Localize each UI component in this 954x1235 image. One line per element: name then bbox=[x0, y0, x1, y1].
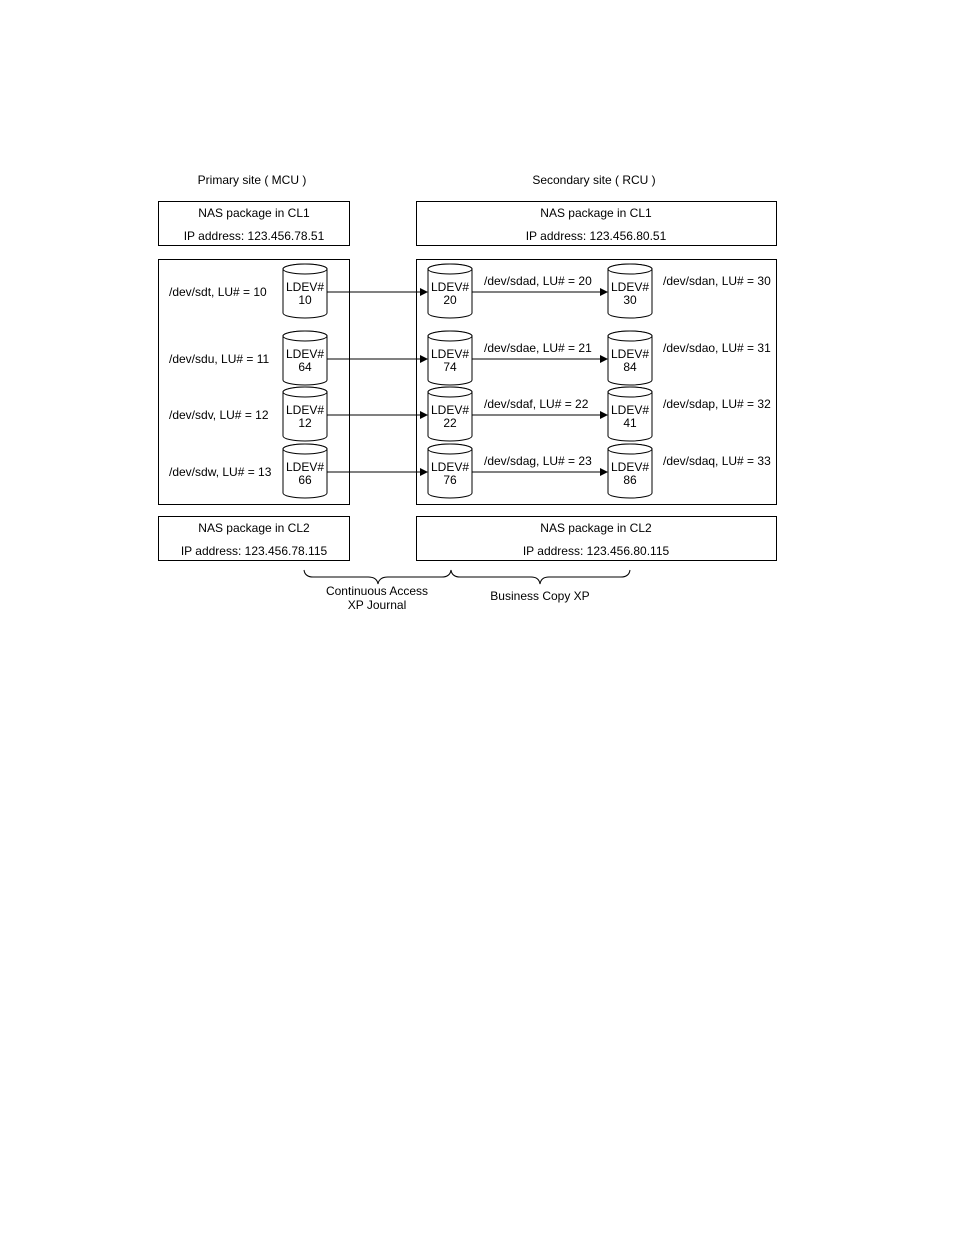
secondary-cl1-name: NAS package in CL1 bbox=[540, 206, 652, 220]
business-copy-ldev-cylinder-label: LDEV# bbox=[611, 347, 649, 361]
continuous-access-label: Continuous Access bbox=[326, 584, 428, 598]
business-copy-ldev-cylinder-label: LDEV# bbox=[611, 460, 649, 474]
business-copy-label: Business Copy XP bbox=[490, 589, 589, 603]
secondary-cl2-ip: IP address: 123.456.80.115 bbox=[523, 544, 670, 558]
business-copy-device-label: /dev/sdap, LU# = 32 bbox=[663, 397, 771, 411]
business-copy-device-label: /dev/sdaq, LU# = 33 bbox=[663, 454, 771, 468]
business-copy-ldev-cylinder: LDEV#41 bbox=[607, 386, 653, 442]
secondary-ldev-cylinder-number: 74 bbox=[443, 360, 457, 374]
primary-ldev-cylinder-label: LDEV# bbox=[286, 403, 324, 417]
secondary-cl1-box: NAS package in CL1 IP address: 123.456.8… bbox=[416, 201, 777, 246]
primary-ldev-cylinder-number: 12 bbox=[298, 416, 312, 430]
secondary-device-label: /dev/sdad, LU# = 20 bbox=[484, 274, 592, 288]
secondary-ldev-cylinder: LDEV#74 bbox=[427, 330, 473, 386]
primary-ldev-cylinder-number: 10 bbox=[298, 293, 312, 307]
primary-device-label: /dev/sdw, LU# = 13 bbox=[169, 465, 272, 479]
primary-ldev-cylinder: LDEV#64 bbox=[282, 330, 328, 386]
business-copy-ldev-cylinder-number: 30 bbox=[623, 293, 637, 307]
secondary-cl2-name: NAS package in CL2 bbox=[540, 521, 652, 535]
primary-ldev-cylinder-label: LDEV# bbox=[286, 460, 324, 474]
secondary-ldev-cylinder-label: LDEV# bbox=[431, 460, 469, 474]
secondary-device-label: /dev/sdag, LU# = 23 bbox=[484, 454, 592, 468]
business-copy-ldev-cylinder: LDEV#86 bbox=[607, 443, 653, 499]
business-copy-device-label: /dev/sdan, LU# = 30 bbox=[663, 274, 771, 288]
primary-cl1-ip: IP address: 123.456.78.51 bbox=[184, 229, 325, 243]
primary-ldev-cylinder: LDEV#10 bbox=[282, 263, 328, 319]
secondary-cl1-ip: IP address: 123.456.80.51 bbox=[526, 229, 667, 243]
primary-site-title: Primary site ( MCU ) bbox=[198, 173, 307, 187]
secondary-ldev-cylinder-label: LDEV# bbox=[431, 403, 469, 417]
secondary-ldev-cylinder-label: LDEV# bbox=[431, 280, 469, 294]
business-copy-device-label: /dev/sdao, LU# = 31 bbox=[663, 341, 771, 355]
secondary-site-title: Secondary site ( RCU ) bbox=[532, 173, 655, 187]
secondary-ldev-cylinder: LDEV#20 bbox=[427, 263, 473, 319]
secondary-device-label: /dev/sdaf, LU# = 22 bbox=[484, 397, 589, 411]
secondary-ldev-cylinder: LDEV#22 bbox=[427, 386, 473, 442]
secondary-ldev-cylinder-number: 76 bbox=[443, 473, 457, 487]
primary-ldev-cylinder-number: 66 bbox=[298, 473, 312, 487]
primary-device-label: /dev/sdv, LU# = 12 bbox=[169, 408, 269, 422]
business-copy-ldev-cylinder-number: 41 bbox=[623, 416, 637, 430]
business-copy-ldev-cylinder-label: LDEV# bbox=[611, 403, 649, 417]
business-copy-ldev-cylinder-label: LDEV# bbox=[611, 280, 649, 294]
primary-cl2-name: NAS package in CL2 bbox=[198, 521, 310, 535]
business-copy-ldev-cylinder: LDEV#84 bbox=[607, 330, 653, 386]
secondary-ldev-cylinder-number: 20 bbox=[443, 293, 457, 307]
secondary-device-container bbox=[416, 259, 777, 505]
primary-cl2-box: NAS package in CL2 IP address: 123.456.7… bbox=[158, 516, 350, 561]
secondary-ldev-cylinder-label: LDEV# bbox=[431, 347, 469, 361]
primary-ldev-cylinder-label: LDEV# bbox=[286, 280, 324, 294]
primary-device-label: /dev/sdt, LU# = 10 bbox=[169, 285, 267, 299]
business-copy-brace bbox=[450, 569, 631, 585]
primary-ldev-cylinder-label: LDEV# bbox=[286, 347, 324, 361]
business-copy-ldev-cylinder: LDEV#30 bbox=[607, 263, 653, 319]
primary-device-label: /dev/sdu, LU# = 11 bbox=[169, 352, 270, 366]
primary-ldev-cylinder: LDEV#66 bbox=[282, 443, 328, 499]
primary-ldev-cylinder-number: 64 bbox=[298, 360, 312, 374]
secondary-ldev-cylinder: LDEV#76 bbox=[427, 443, 473, 499]
business-copy-ldev-cylinder-number: 84 bbox=[623, 360, 637, 374]
primary-cl1-name: NAS package in CL1 bbox=[198, 206, 310, 220]
secondary-device-label: /dev/sdae, LU# = 21 bbox=[484, 341, 592, 355]
continuous-access-brace bbox=[303, 569, 452, 585]
primary-cl2-ip: IP address: 123.456.78.115 bbox=[181, 544, 328, 558]
secondary-ldev-cylinder-number: 22 bbox=[443, 416, 457, 430]
primary-ldev-cylinder: LDEV#12 bbox=[282, 386, 328, 442]
primary-cl1-box: NAS package in CL1 IP address: 123.456.7… bbox=[158, 201, 350, 246]
continuous-access-label-line2: XP Journal bbox=[348, 598, 406, 612]
secondary-cl2-box: NAS package in CL2 IP address: 123.456.8… bbox=[416, 516, 777, 561]
business-copy-ldev-cylinder-number: 86 bbox=[623, 473, 637, 487]
